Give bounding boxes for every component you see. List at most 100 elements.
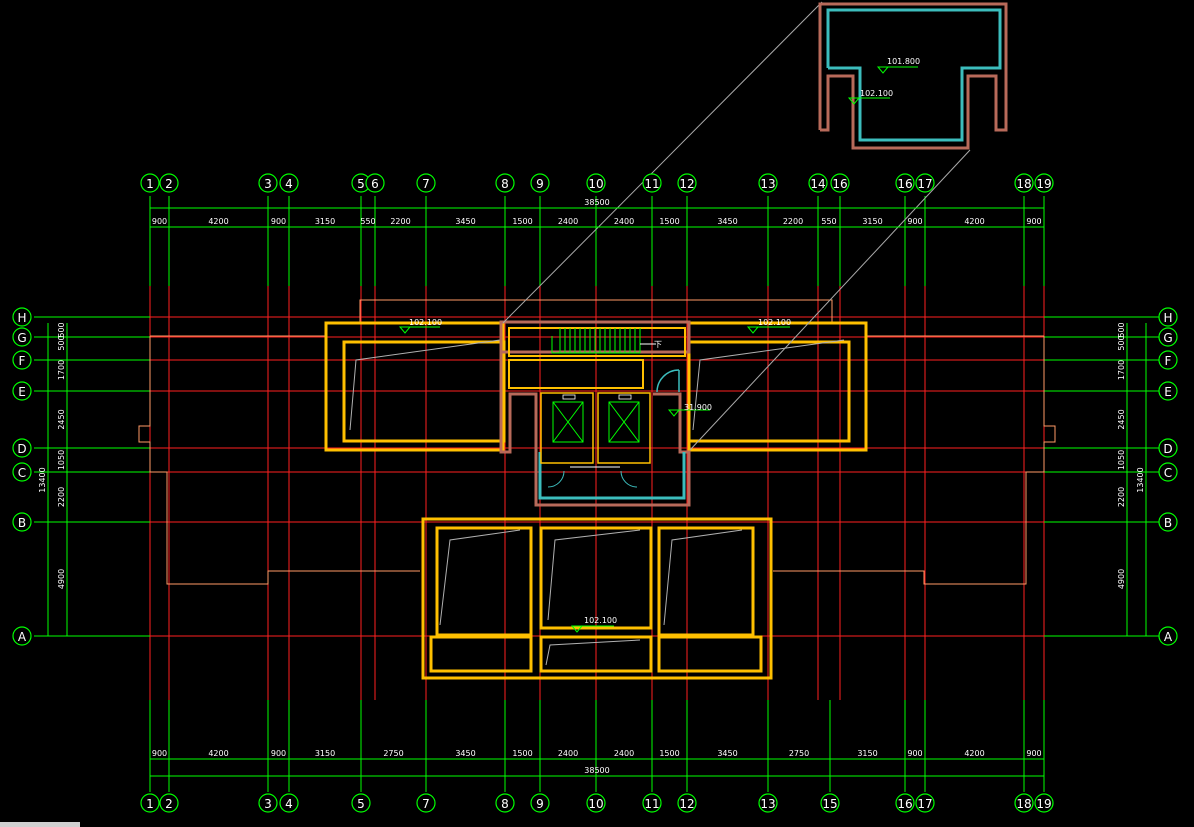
dimension-label-bottom: 2750 (789, 749, 809, 758)
axis-bubble-circle (416, 173, 436, 193)
dimension-label-bottom: 2400 (614, 749, 634, 758)
dimension-label-top: 3450 (455, 217, 475, 226)
axis-bubble-circle (915, 793, 935, 813)
level-roof-right: 102.100 (758, 318, 791, 327)
axis-bubble-row: C (12, 462, 32, 482)
axis-bubble-top: 16 (895, 173, 915, 193)
axis-bubble-circle (140, 173, 160, 193)
axis-label: G (17, 331, 26, 345)
axis-label: 1 (146, 797, 154, 811)
axis-bubble-row: D (12, 438, 32, 458)
axis-bubble-row: A (1158, 626, 1178, 646)
dimension-label-top: 900 (271, 217, 286, 226)
stair-marker: 下 (654, 340, 662, 349)
axis-bubble-circle (677, 793, 697, 813)
axis-label: 16 (897, 797, 912, 811)
axis-bubble-circle (808, 173, 828, 193)
axis-bubble-row: B (12, 512, 32, 532)
axis-bubble-top: 5 (351, 173, 371, 193)
axis-bubble-top: 17 (915, 173, 935, 193)
axis-bubble-top: 3 (258, 173, 278, 193)
dimension-label-top: 2200 (783, 217, 803, 226)
level-roof-left: 102.100 (409, 318, 442, 327)
axis-bubble-top: 18 (1014, 173, 1034, 193)
axis-label: 14 (810, 177, 825, 191)
dimension-label-bottom: 3150 (857, 749, 877, 758)
axis-bubble-circle (12, 350, 32, 370)
axis-label: H (17, 311, 26, 325)
axis-label: F (1165, 354, 1172, 368)
level-markers: 102.100 102.100 31.900 102.100 101.800 1… (398, 57, 920, 633)
axis-bubble-row: E (12, 381, 32, 401)
axis-label: 4 (285, 797, 293, 811)
level-detail-upper: 101.800 (887, 57, 920, 66)
axis-label: E (18, 385, 26, 399)
dimension-label-left: 500 (57, 322, 66, 337)
axis-bubble-circle (758, 793, 778, 813)
axis-bubble-circle (12, 438, 32, 458)
axis-bubble-circle (1158, 381, 1178, 401)
dimension-label-bottom: 900 (271, 749, 286, 758)
axis-bubble-row: G (12, 327, 32, 347)
axis-label: 9 (536, 797, 544, 811)
axis-bubble-circle (915, 173, 935, 193)
axis-bubble-circle (642, 173, 662, 193)
axis-bubble-top: 10 (586, 173, 606, 193)
axis-bubble-bottom: 5 (351, 793, 371, 813)
axis-label: A (1164, 630, 1173, 644)
axis-bubble-row: A (12, 626, 32, 646)
axis-label: E (1164, 385, 1172, 399)
axis-bubble-circle (1158, 327, 1178, 347)
horizontal-scrollbar[interactable] (0, 822, 80, 827)
axis-bubble-circle (365, 173, 385, 193)
dimension-label-top: 550 (360, 217, 375, 226)
axis-bubble-circle (140, 793, 160, 813)
axis-bubble-row: D (1158, 438, 1178, 458)
axis-label: 10 (588, 177, 603, 191)
axis-bubble-bottom: 12 (677, 793, 697, 813)
axis-bubble-bottom: 9 (530, 793, 550, 813)
axis-label: B (1164, 516, 1172, 530)
axis-bubble-top: 6 (365, 173, 385, 193)
axis-bubble-circle (530, 793, 550, 813)
axis-bubble-circle (12, 327, 32, 347)
axis-label: G (1163, 331, 1172, 345)
axis-bubble-top: 1 (140, 173, 160, 193)
bottom-total-dimension: 38500 (584, 766, 609, 775)
dimension-label-left: 2200 (57, 487, 66, 507)
axis-bubble-circle (1034, 173, 1054, 193)
axis-bubble-top: 13 (758, 173, 778, 193)
axis-bubble-top: 12 (677, 173, 697, 193)
dimension-label-bottom: 900 (907, 749, 922, 758)
stair-treads (551, 328, 656, 354)
axis-bubble-bottom: 8 (495, 793, 515, 813)
axis-bubble-circle (1014, 793, 1034, 813)
axis-bubble-circle (895, 173, 915, 193)
axis-bubble-top: 11 (642, 173, 662, 193)
axis-bubble-circle (258, 173, 278, 193)
axis-bubble-top: 8 (495, 173, 515, 193)
dimension-label-bottom: 3450 (717, 749, 737, 758)
axis-bubble-circle (495, 793, 515, 813)
axis-label: C (18, 466, 26, 480)
dimension-label-right: 2450 (1117, 409, 1126, 429)
axis-bubble-bottom: 1 (140, 793, 160, 813)
axis-label: 8 (501, 797, 509, 811)
roof-room-right (687, 321, 868, 452)
axis-label: 7 (422, 177, 430, 191)
dimension-label-left: 1050 (57, 450, 66, 470)
axis-bubble-circle (12, 626, 32, 646)
axis-label: 19 (1036, 177, 1051, 191)
dimension-label-right: 2200 (1117, 487, 1126, 507)
axis-label: 5 (357, 797, 365, 811)
axis-bubble-circle (586, 793, 606, 813)
axis-label: 8 (501, 177, 509, 191)
axis-bubble-top: 2 (159, 173, 179, 193)
dimension-label-left: 1700 (57, 360, 66, 380)
red-grid-lines (149, 286, 1045, 700)
detail-callout (502, 1, 1008, 451)
axis-label: 3 (264, 797, 272, 811)
axis-bubble-circle (530, 173, 550, 193)
dimension-label-top: 900 (152, 217, 167, 226)
